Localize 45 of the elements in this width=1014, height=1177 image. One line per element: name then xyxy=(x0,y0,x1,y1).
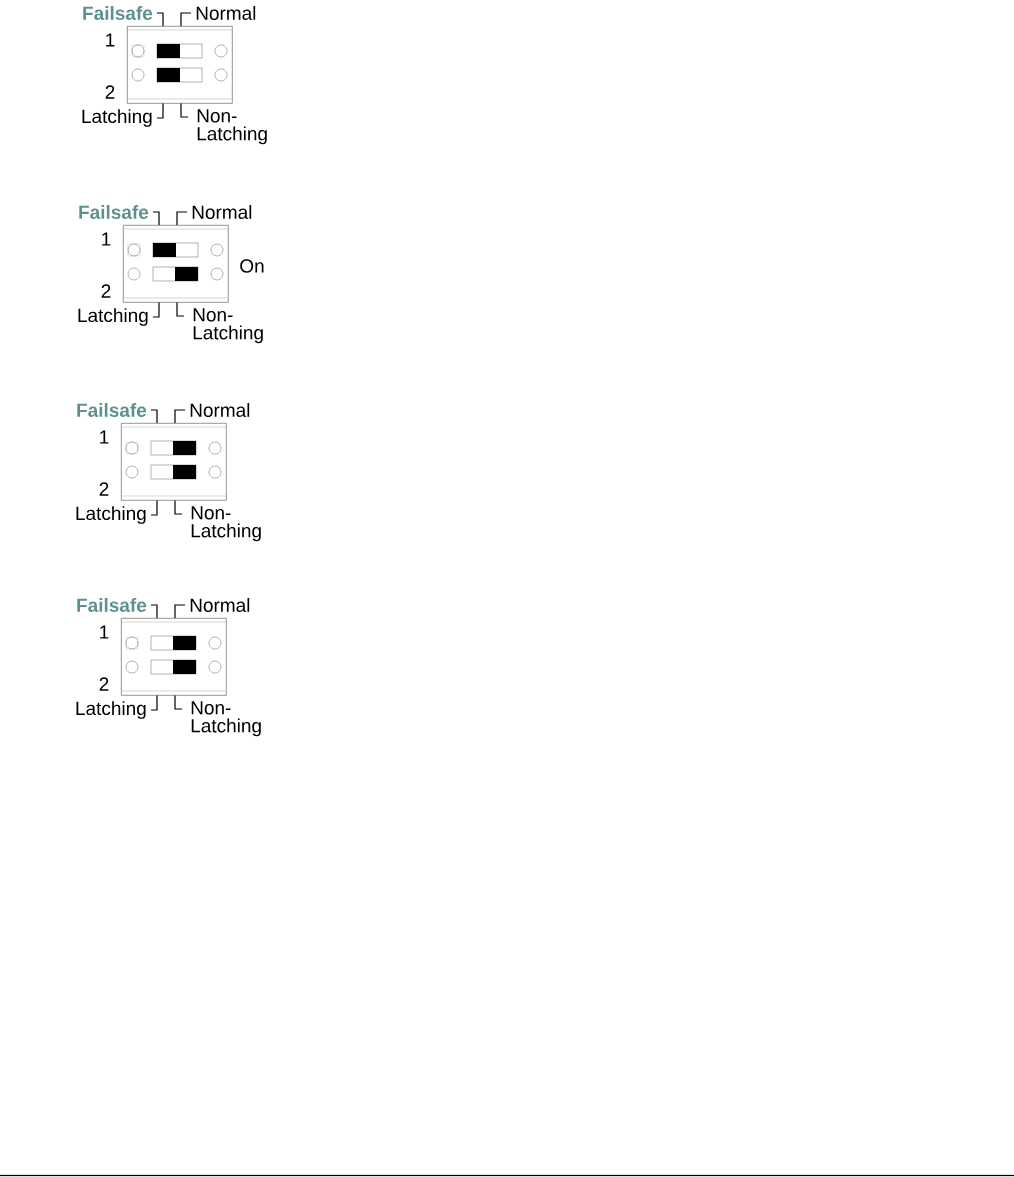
switch-label: Non- Latching xyxy=(193,308,263,344)
leader-line xyxy=(150,604,158,619)
switch-label: Failsafe xyxy=(79,205,149,219)
switch-number: 1 xyxy=(100,430,109,444)
leader-line xyxy=(156,12,164,27)
switch-number: 2 xyxy=(99,677,109,691)
leader-line xyxy=(150,409,158,424)
switch-label: Non- Latching xyxy=(191,701,261,737)
switch-label: Normal xyxy=(190,598,250,612)
switch-label: Normal xyxy=(196,6,256,20)
leader-line xyxy=(150,695,158,711)
switch-number: 2 xyxy=(101,284,111,298)
switch-number: 2 xyxy=(99,482,109,496)
leader-line xyxy=(152,302,160,318)
dip-switch-drawing xyxy=(126,26,233,104)
switch-label: Normal xyxy=(190,403,250,417)
switch-label: Latching xyxy=(76,506,146,524)
leader-line xyxy=(174,695,183,710)
switch-label: Failsafe xyxy=(77,403,147,417)
switch-label: Non- Latching xyxy=(197,109,267,145)
leader-line xyxy=(174,604,186,619)
dip-switch-drawing xyxy=(120,423,227,501)
switch-number: 1 xyxy=(102,232,111,246)
leader-line xyxy=(152,211,160,226)
leader-line xyxy=(180,103,189,118)
switch-number: 2 xyxy=(105,85,115,99)
switch-label: Failsafe xyxy=(77,598,147,612)
leader-line xyxy=(174,500,183,515)
switch-number: 1 xyxy=(100,625,109,639)
switch-label: Non- Latching xyxy=(191,506,261,542)
leader-line xyxy=(156,103,164,119)
switch-label: Latching xyxy=(76,701,146,719)
switch-number: 1 xyxy=(106,33,115,47)
leader-line xyxy=(176,302,185,317)
leader-line xyxy=(176,211,188,226)
switch-label: Normal xyxy=(192,205,252,219)
switch-label: Latching xyxy=(82,109,152,127)
dip-switch-drawing xyxy=(122,225,229,303)
dip-switch-drawing xyxy=(120,618,227,696)
switch-label: Latching xyxy=(78,308,148,326)
leader-line xyxy=(150,500,158,516)
leader-line xyxy=(180,12,192,27)
switch-number: On xyxy=(240,259,264,273)
leader-line xyxy=(174,409,186,424)
switch-label: Failsafe xyxy=(83,6,153,20)
